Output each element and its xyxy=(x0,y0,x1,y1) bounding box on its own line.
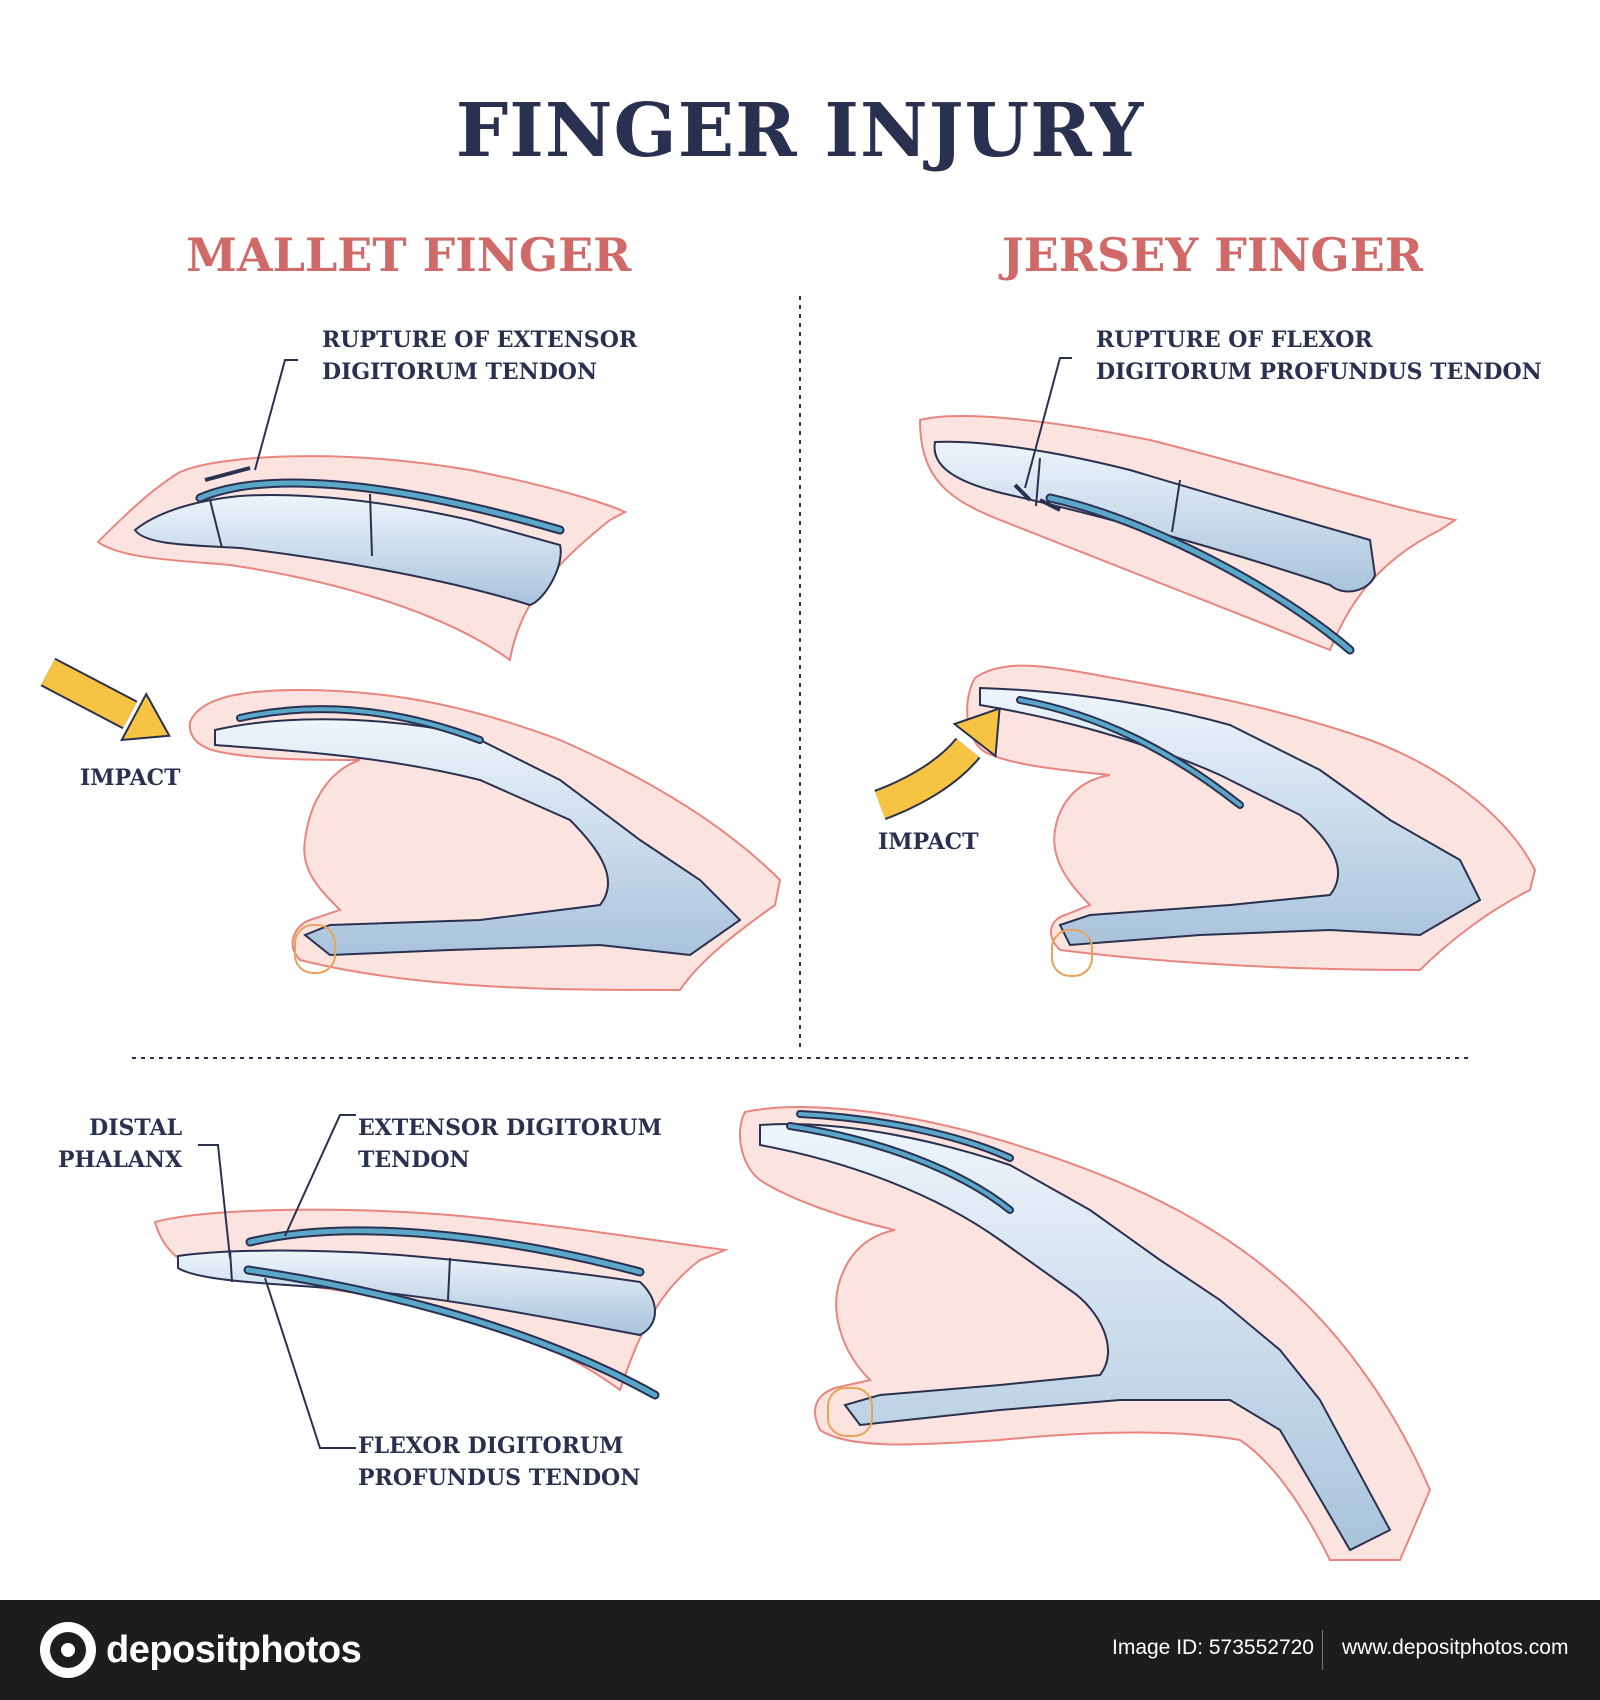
website-link[interactable]: www.depositphotos.com xyxy=(1342,1636,1569,1659)
mallet-rupture-leader xyxy=(254,359,298,471)
jersey-rupture-leader xyxy=(1024,357,1072,489)
mallet-rupture-label-line-2: DIGITORUM TENDON xyxy=(322,359,598,385)
jersey-impact-arrow xyxy=(874,691,1022,820)
image-id: Image ID: 573552720 xyxy=(1112,1636,1314,1659)
anatomy-hand xyxy=(739,1106,1432,1561)
jersey-rupture-label: RUPTURE OF FLEXOR DIGITORUM PROFUNDUS TE… xyxy=(1096,324,1542,388)
distal-phalanx-label-line-2: PHALANX xyxy=(58,1147,183,1173)
brand-name: depositphotos xyxy=(106,1628,362,1671)
extensor-tendon-leader xyxy=(284,1114,356,1237)
mallet-impact-label: IMPACT xyxy=(80,765,181,791)
jersey-impact-label: IMPACT xyxy=(878,829,979,855)
mallet-rupture-label: RUPTURE OF EXTENSOR DIGITORUM TENDON xyxy=(322,324,637,388)
depositphotos-logo-icon xyxy=(40,1622,96,1678)
distal-phalanx-label: DISTAL PHALANX xyxy=(58,1112,182,1176)
mallet-rupture-label-line-1: RUPTURE OF EXTENSOR xyxy=(322,327,638,353)
mallet-finger-straight xyxy=(96,455,628,662)
extensor-tendon-label: EXTENSOR DIGITORUM TENDON xyxy=(358,1112,662,1176)
extensor-tendon-label-line-1: EXTENSOR DIGITORUM xyxy=(358,1115,662,1141)
jersey-rupture-label-line-1: RUPTURE OF FLEXOR xyxy=(1096,327,1373,353)
flexor-tendon-leader xyxy=(264,1277,356,1449)
jersey-hand-impact xyxy=(966,664,1537,977)
finger-injury-illustration xyxy=(40,296,1537,1561)
mallet-finger-title: MALLET FINGER xyxy=(186,228,632,282)
mallet-hand-impact xyxy=(188,688,782,992)
distal-phalanx-leader xyxy=(198,1144,231,1259)
anatomy-finger xyxy=(153,1208,729,1400)
page-title: FINGER INJURY xyxy=(455,88,1145,174)
flexor-tendon-label-line-1: FLEXOR DIGITORUM xyxy=(358,1433,624,1459)
mallet-impact-arrow xyxy=(40,657,183,760)
distal-phalanx-label-line-1: DISTAL xyxy=(89,1115,183,1141)
jersey-finger-straight xyxy=(918,415,1458,655)
extensor-tendon-label-line-2: TENDON xyxy=(358,1147,470,1173)
brand-logo[interactable]: depositphotos xyxy=(40,1620,362,1680)
jersey-rupture-label-line-2: DIGITORUM PROFUNDUS TENDON xyxy=(1096,359,1542,385)
flexor-tendon-label: FLEXOR DIGITORUM PROFUNDUS TENDON xyxy=(358,1430,640,1494)
flexor-tendon-label-line-2: PROFUNDUS TENDON xyxy=(358,1465,641,1491)
jersey-finger-title: JERSEY FINGER xyxy=(1002,228,1423,282)
footer-bar: depositphotos Image ID: 573552720 www.de… xyxy=(0,1600,1600,1700)
footer-divider xyxy=(1322,1630,1323,1670)
